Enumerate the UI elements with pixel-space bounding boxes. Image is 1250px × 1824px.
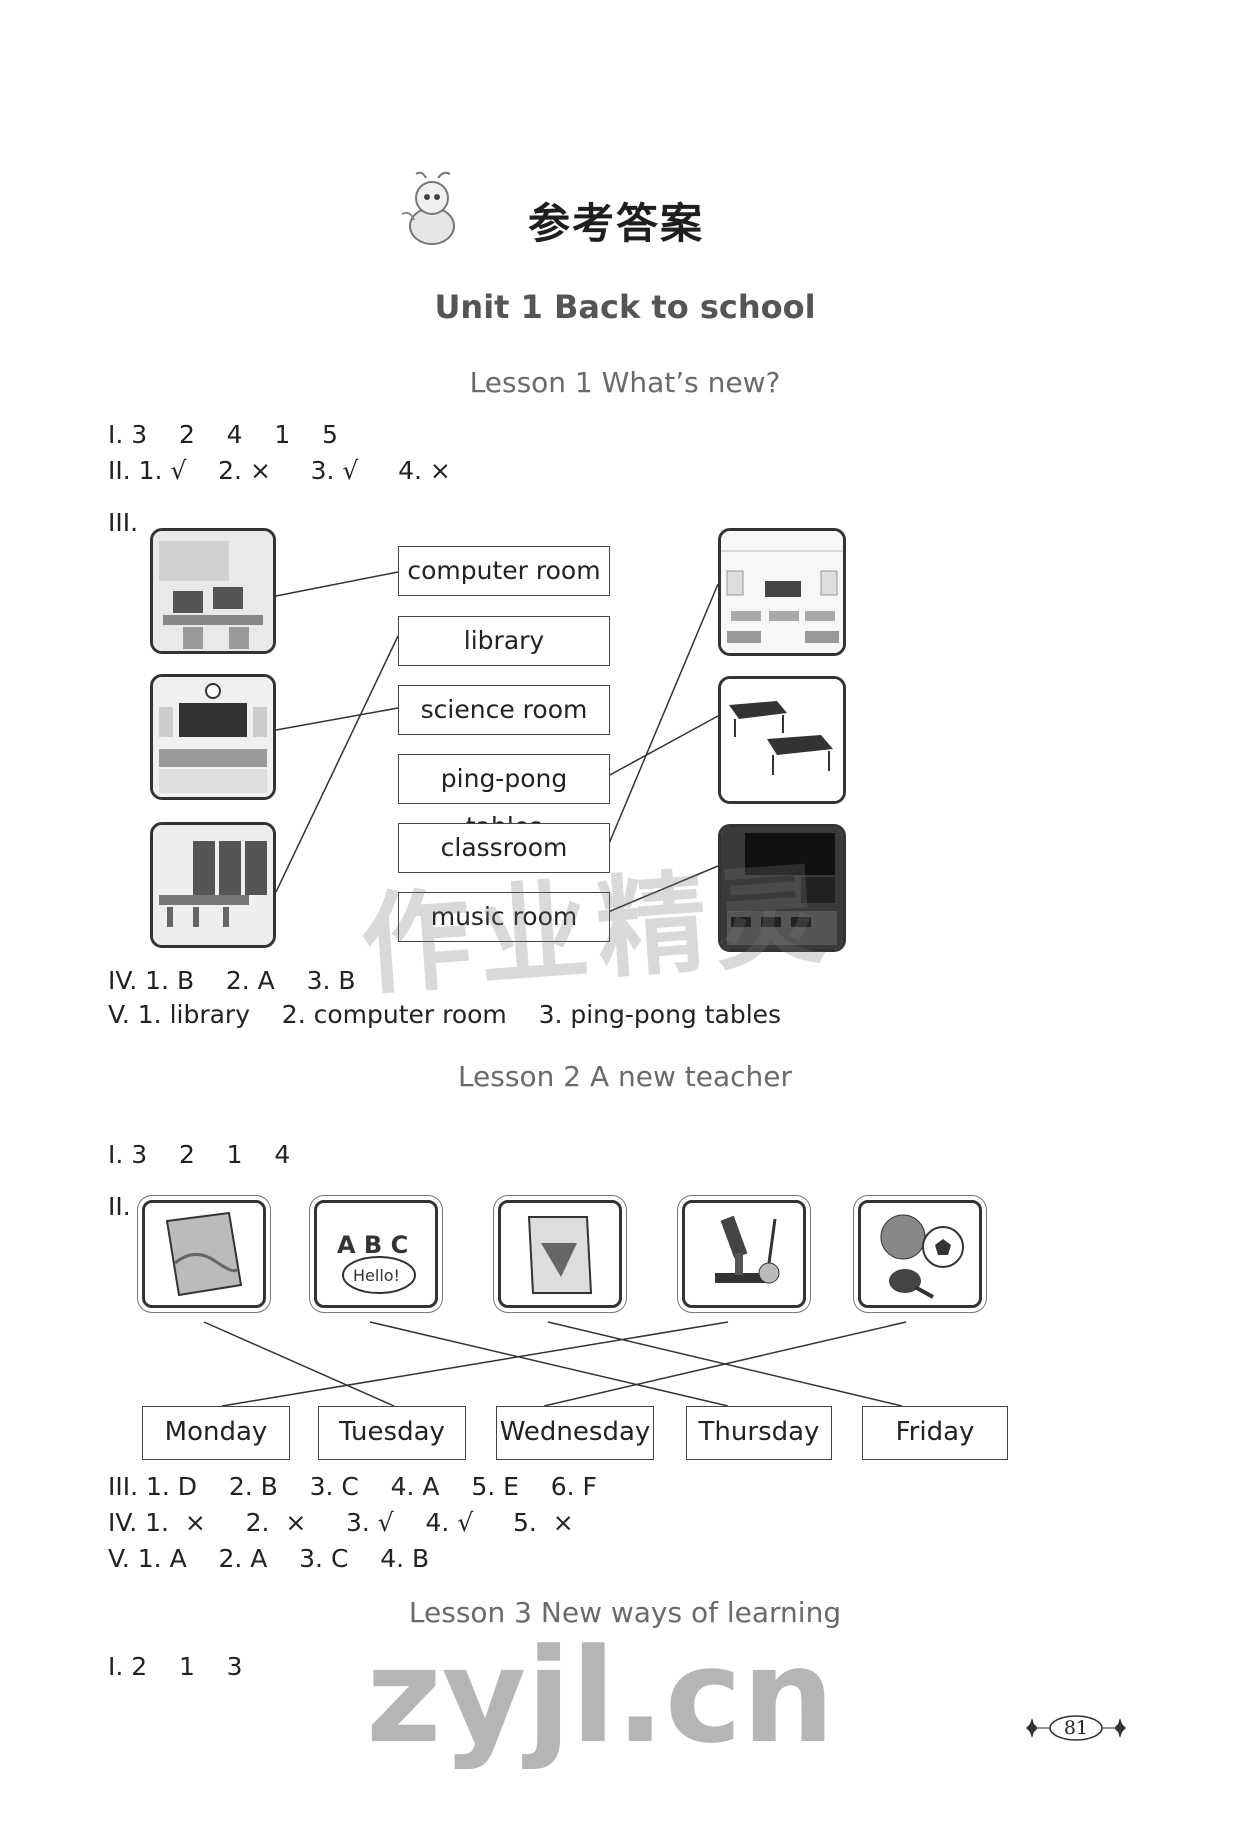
library-picture [150,822,276,948]
abc-letters: A B C [337,1231,408,1259]
label-music-room: music room [398,892,610,942]
page-title: 参考答案 [528,199,705,248]
label-library: library [398,616,610,666]
lesson1-label-III: III. [108,508,139,537]
label-ping-pong-tables: ping-pong tables [398,754,610,841]
label-computer-room: computer room [398,546,610,596]
lesson1-answer-II: II. 1. √ 2. × 3. √ 4. × [108,456,451,485]
page-number: 81 [1063,1717,1089,1739]
music-room-picture [718,824,846,952]
lesson1-title: Lesson 1 What’s new? [469,366,781,399]
microscope-picture [682,1200,806,1308]
mascot-icon [396,170,460,250]
ping-pong-tables-picture [718,676,846,804]
lesson2-match-lines [203,1321,907,1407]
unit-title: Unit 1 Back to school [434,288,816,326]
day-wednesday: Wednesday [496,1406,654,1460]
watermark-top: 作业精灵 [356,849,837,1011]
lesson1-match-lines [275,571,719,913]
day-monday: Monday [142,1406,290,1460]
lesson2-answer-I: I. 3 2 1 4 [108,1140,291,1169]
watermark-bottom: zyjl.cn [366,1620,835,1772]
lesson2-answer-III: III. 1. D 2. B 3. C 4. A 5. E 6. F [108,1472,597,1501]
computer-room-picture [150,528,276,654]
day-thursday: Thursday [686,1406,832,1460]
sports-balls-picture [858,1200,982,1308]
classroom-picture [718,528,846,656]
lesson2-label-II: II. [108,1192,131,1221]
label-science-room: science room [398,685,610,735]
label-classroom: classroom [398,823,610,873]
day-friday: Friday [862,1406,1008,1460]
hello-text: Hello! [353,1266,400,1285]
lesson2-title: Lesson 2 A new teacher [457,1060,793,1093]
lesson2-answer-V: V. 1. A 2. A 3. C 4. B [108,1544,430,1573]
english-picture: A B C Hello! [314,1200,438,1308]
math-book-picture [498,1200,622,1308]
page-number-badge [1020,1714,1132,1742]
lesson1-answer-I: I. 3 2 4 1 5 [108,420,338,449]
lesson1-answer-IV: IV. 1. B 2. A 3. B [108,966,356,995]
lesson3-title: Lesson 3 New ways of learning [408,1596,842,1629]
lesson2-answer-IV: IV. 1. × 2. × 3. √ 4. √ 5. × [108,1508,574,1537]
lesson3-answer-I: I. 2 1 3 [108,1652,243,1681]
lesson1-answer-V: V. 1. library 2. computer room 3. ping-p… [108,1000,782,1029]
day-tuesday: Tuesday [318,1406,466,1460]
chinese-book-picture [142,1200,266,1308]
science-room-picture [150,674,276,800]
